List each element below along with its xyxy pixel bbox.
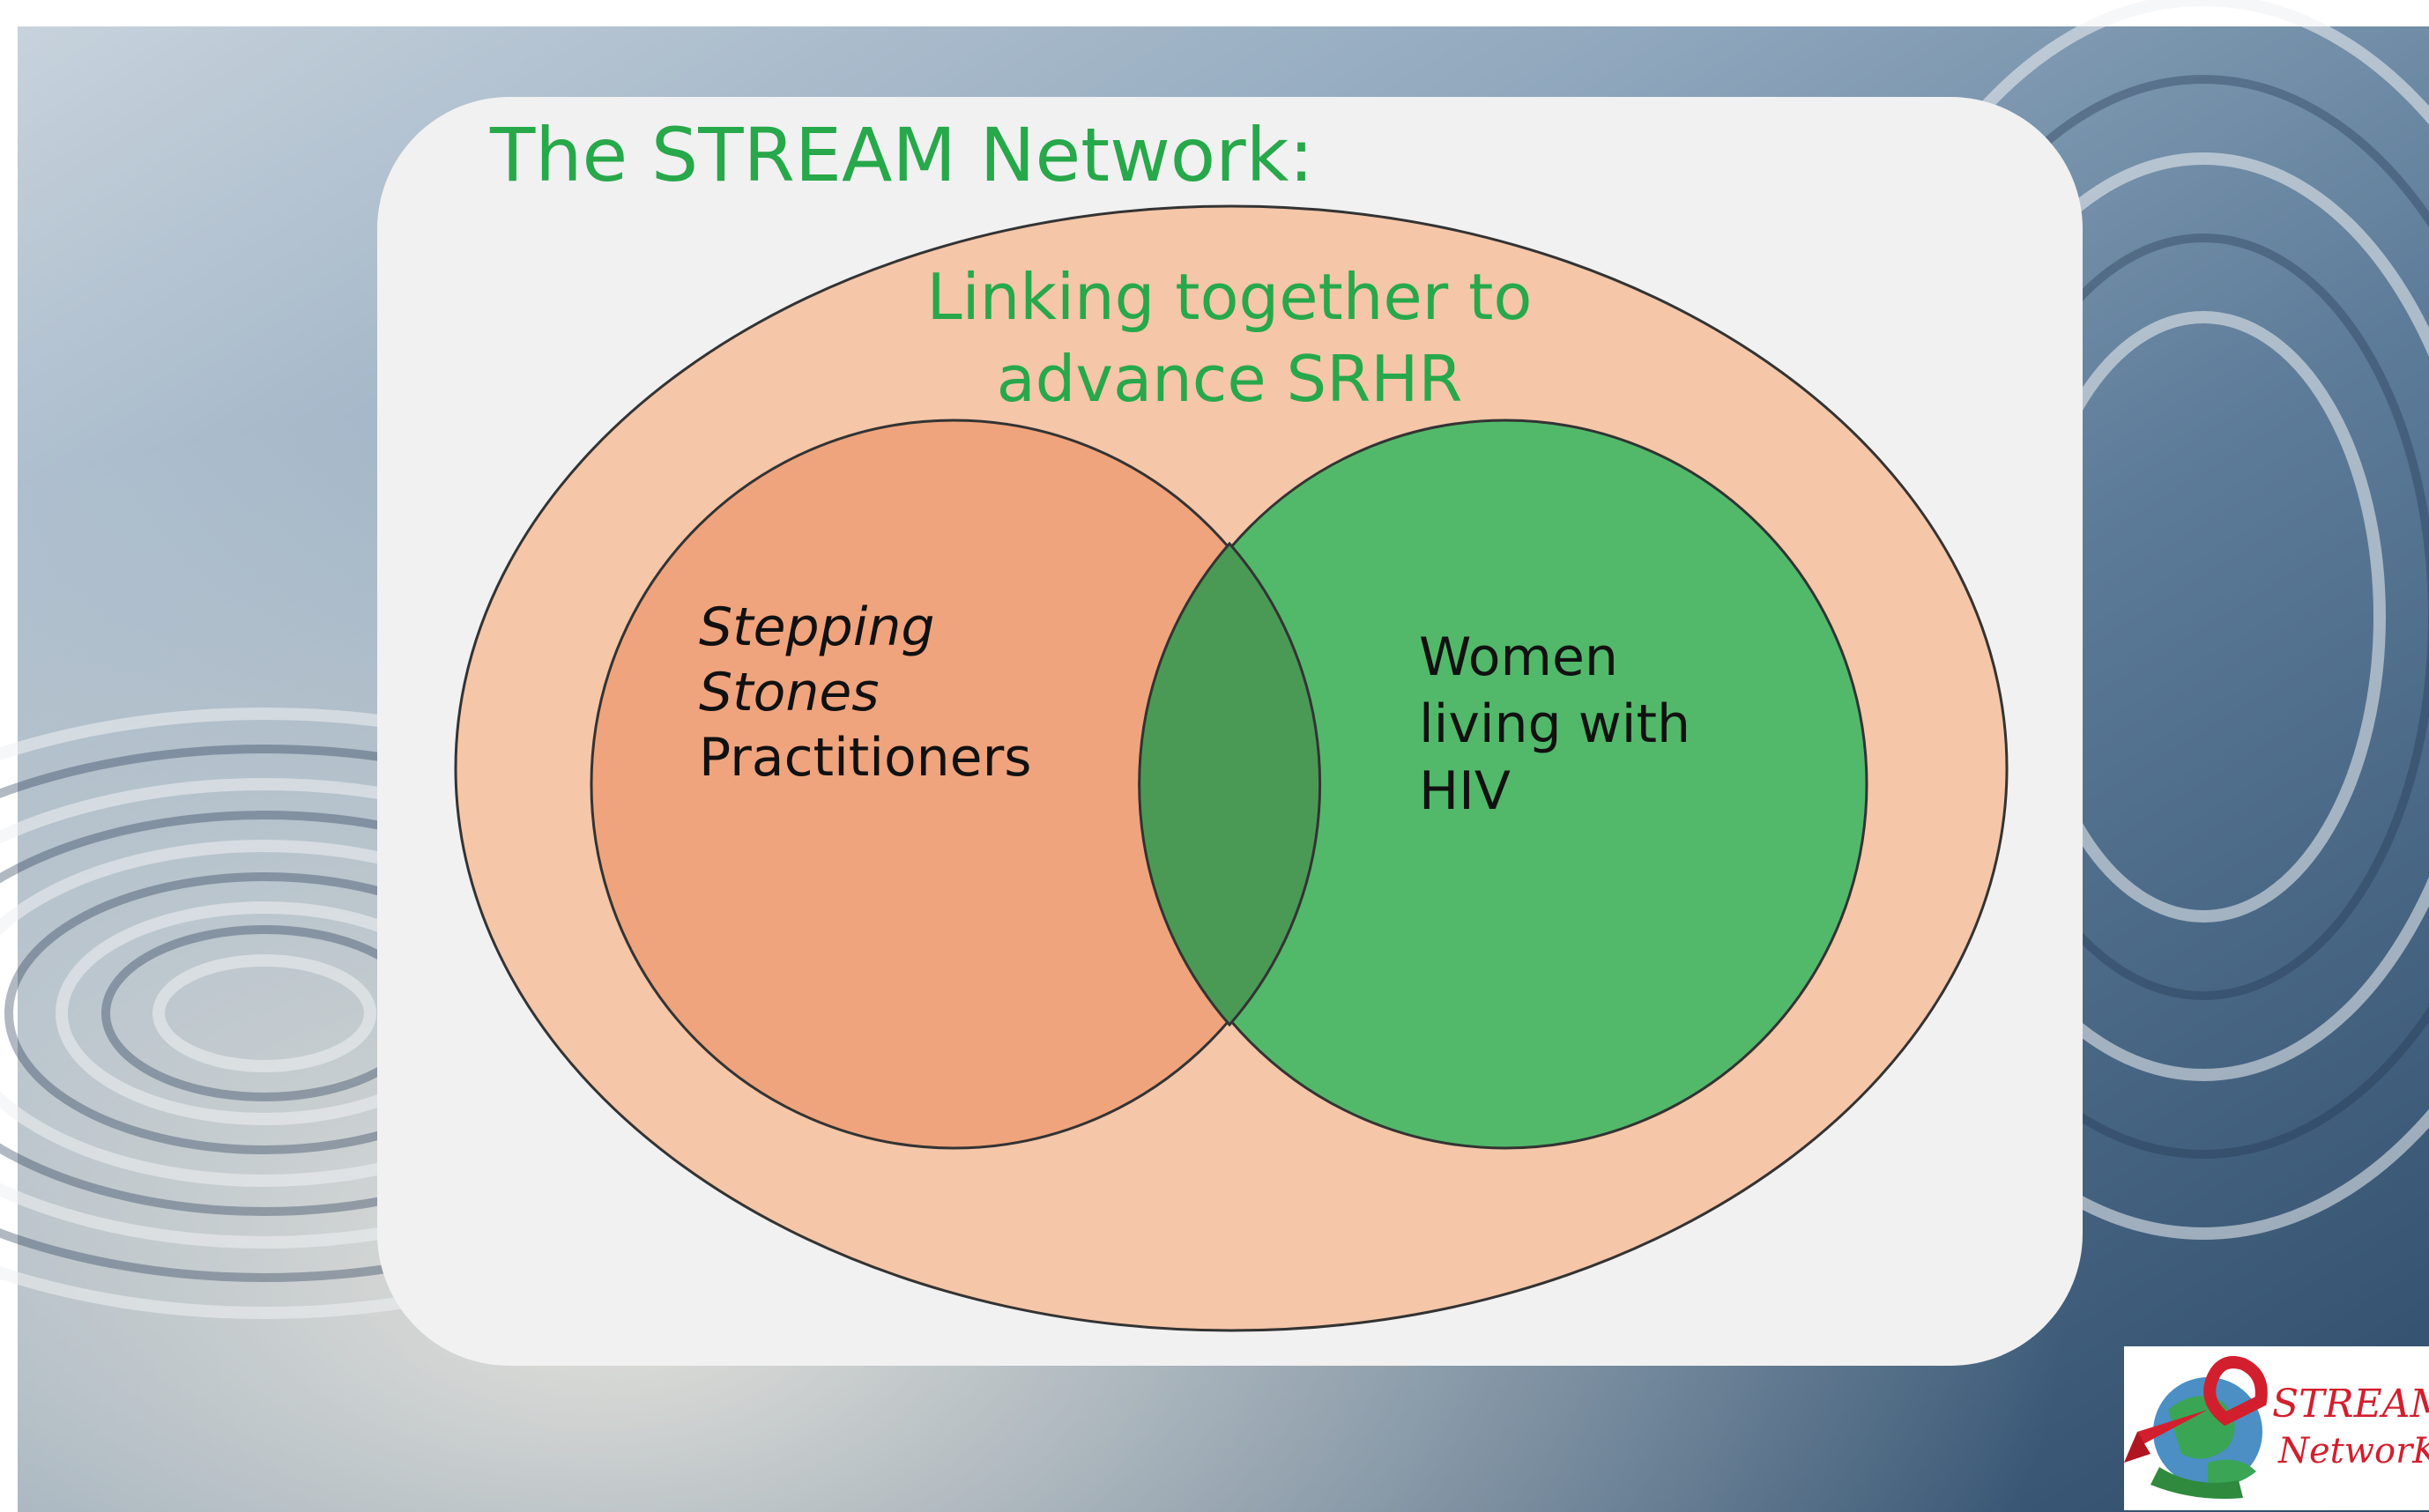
right-label-line2: living with <box>1419 693 1690 755</box>
right-label-line1: Women <box>1419 626 1618 688</box>
red-ribbon-icon <box>2124 1356 2268 1463</box>
outer-label-line1: Linking together to <box>927 260 1533 334</box>
overlap-region <box>1138 541 1322 1027</box>
left-label-line1: Stepping <box>699 597 934 658</box>
logo-text-line2: NetworK <box>2277 1431 2429 1471</box>
logo-text-line1: STREAM <box>2272 1382 2429 1427</box>
left-label-line3: Practitioners <box>699 727 1032 789</box>
slide-title: The STREAM Network: <box>489 112 1314 198</box>
right-label-line3: HIV <box>1419 760 1511 822</box>
stream-network-logo: STREAM NetworK <box>2124 1346 2429 1510</box>
left-label-line2: Stones <box>699 662 880 723</box>
outer-label-line2: advance SRHR <box>997 342 1463 416</box>
